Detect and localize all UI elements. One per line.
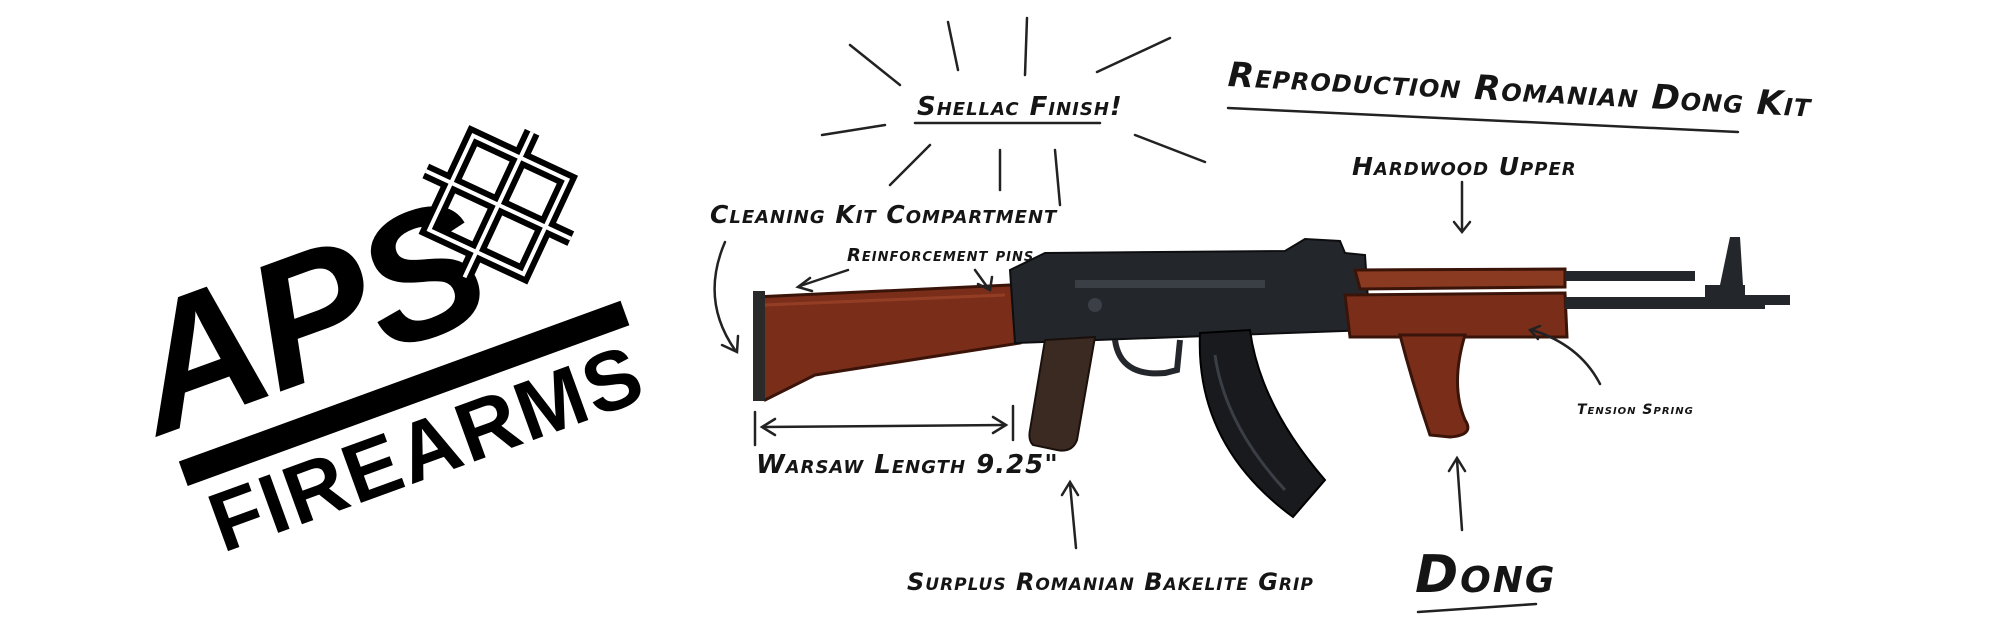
- bakelite-grip-label: Surplus Romanian Bakelite Grip: [907, 568, 1314, 596]
- forward-wooden-grip: [1398, 333, 1470, 439]
- hardwood-upper: [1353, 267, 1567, 291]
- tension-spring-label: Tension Spring: [1577, 402, 1694, 418]
- knot-emblem-icon: [418, 125, 579, 285]
- front-sight: [1720, 237, 1743, 285]
- receiver: [1008, 237, 1372, 345]
- reinforcement-pins-label: Reinforcement pins: [847, 245, 1035, 266]
- muzzle: [1745, 295, 1790, 305]
- aps-firearms-logo: APS FIREARMS: [61, 41, 719, 639]
- warsaw-length-label: Warsaw Length 9.25": [756, 450, 1059, 480]
- shellac-finish-label: Shellac Finish!: [917, 92, 1123, 122]
- rifle-illustration: [753, 237, 1790, 519]
- gas-tube: [1565, 271, 1695, 281]
- hardwood-upper-label: Hardwood Upper: [1352, 152, 1577, 181]
- magazine: [1198, 328, 1327, 519]
- dong-label: Dong: [1415, 545, 1557, 605]
- trigger-guard: [1112, 339, 1183, 377]
- cleaning-kit-label: Cleaning Kit Compartment: [710, 200, 1058, 229]
- butt-plate: [753, 291, 765, 401]
- lower-handguard: [1343, 291, 1569, 339]
- bakelite-grip: [1028, 335, 1097, 452]
